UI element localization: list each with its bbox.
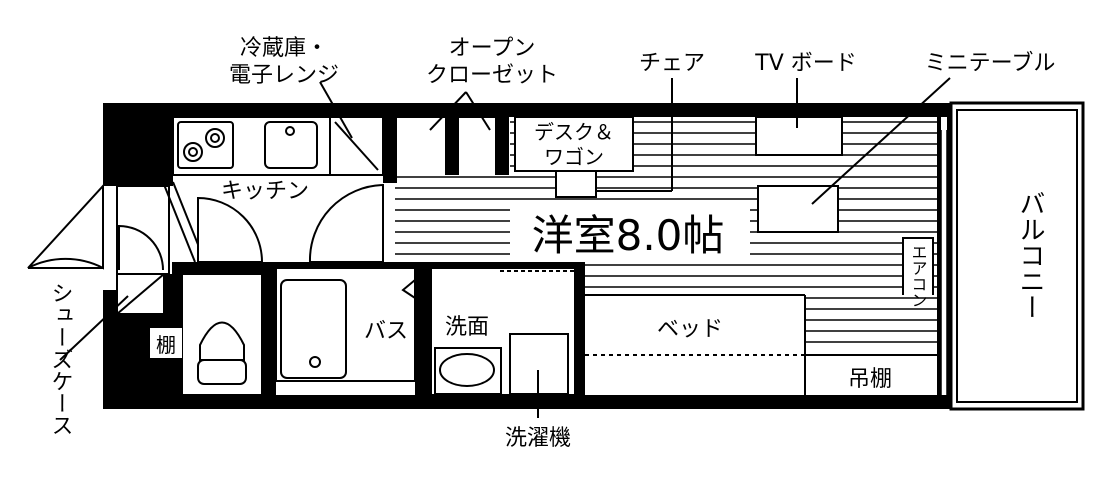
leader-lines xyxy=(59,81,353,361)
closet-label-line1: オープン xyxy=(449,36,536,61)
bathroom xyxy=(275,267,416,382)
doors xyxy=(27,181,384,315)
tv-board xyxy=(755,78,843,156)
aircon-label: エアコン xyxy=(909,244,928,308)
room-label: 洋室8.0帖 xyxy=(532,211,725,260)
toilet xyxy=(181,273,263,396)
washroom xyxy=(430,267,580,418)
desk-wagon xyxy=(514,78,673,198)
tv-board-label: TV ボード xyxy=(754,51,856,76)
shoe-case-label: シューズケース xyxy=(48,282,73,436)
balcony xyxy=(940,101,1085,411)
bed xyxy=(585,294,937,395)
mini-table-label: ミニテーブル xyxy=(925,51,1056,76)
chair-label: チェア xyxy=(639,51,705,76)
bath-label: バス xyxy=(364,319,408,344)
washroom-label: 洗面 xyxy=(445,315,489,340)
mini-table xyxy=(757,77,951,233)
bed-label: ベッド xyxy=(657,317,723,342)
closet-label-line2: クローゼット xyxy=(426,63,558,88)
balcony-label: バルコニー xyxy=(1015,190,1045,320)
room-label-bg xyxy=(510,204,750,260)
shelf-label: 棚 xyxy=(156,333,176,357)
closet-doors xyxy=(397,91,495,131)
kitchen-counter xyxy=(172,116,384,176)
hanging-shelf-label: 吊棚 xyxy=(848,367,892,392)
washer-label: 洗濯機 xyxy=(505,426,571,451)
fridge-label-line1: 冷蔵庫・ xyxy=(240,36,328,61)
kitchen-label: キッチン xyxy=(221,179,309,204)
desk-label-line2: ワゴン xyxy=(544,145,604,169)
fridge-label-line2: 電子レンジ xyxy=(229,63,339,88)
desk-label-line1: デスク＆ xyxy=(534,120,614,144)
shelf-label-bg xyxy=(150,328,182,358)
